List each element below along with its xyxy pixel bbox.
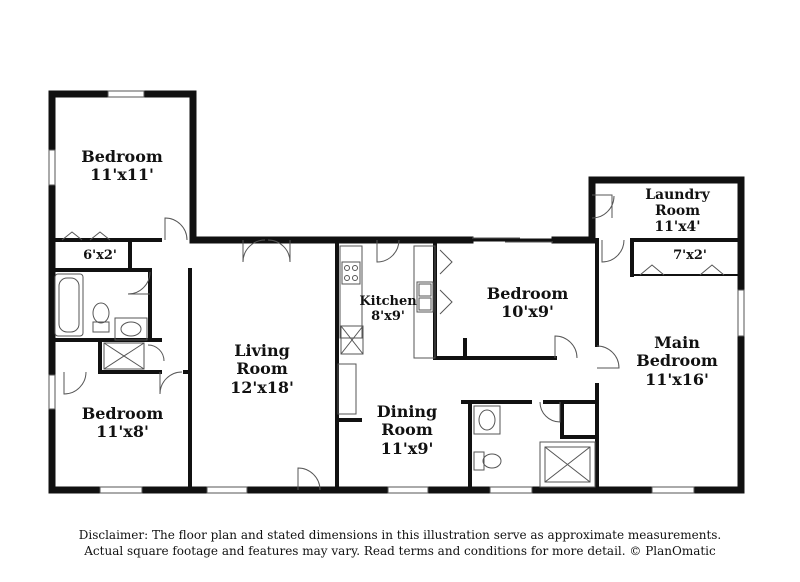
kitchen-sink — [416, 281, 434, 313]
room-label-bedroom-sw: Bedroom 11'x8' — [81, 404, 164, 442]
bath-sink — [473, 405, 501, 435]
room-label-bedroom-center: Bedroom 10'x9' — [486, 284, 569, 322]
room-label-bedroom-nw: Bedroom 11'x11' — [81, 147, 163, 185]
room-label-living: Living Room 12'x18' — [230, 341, 294, 397]
doors — [61, 194, 725, 491]
fixtures — [54, 245, 596, 488]
room-label-closet-main: 7'x2' — [673, 248, 707, 263]
stove — [341, 261, 361, 285]
room-label-closet-nw: 6'x2' — [83, 248, 117, 263]
bath-shower — [539, 441, 596, 488]
disclaimer-line-1: Disclaimer: The floor plan and stated di… — [78, 528, 722, 542]
windows — [48, 90, 745, 494]
room-label-kitchen: Kitchen 8'x9' — [359, 294, 417, 324]
cabinet — [337, 363, 357, 415]
shower — [103, 342, 145, 370]
bath-toilet — [473, 451, 485, 471]
toilet — [92, 321, 110, 333]
disclaimer: Disclaimer: The floor plan and stated di… — [0, 527, 800, 559]
room-label-main-bedroom: Main Bedroom 11'x16' — [636, 333, 718, 389]
bathtub — [54, 273, 84, 337]
room-label-dining: Dining Room 11'x9' — [376, 402, 438, 458]
sink — [114, 317, 148, 341]
room-label-laundry: Laundry Room 11'x4' — [645, 187, 710, 236]
fridge — [340, 325, 364, 355]
disclaimer-line-2: Actual square footage and features may v… — [84, 544, 716, 558]
counter-right — [413, 245, 436, 359]
